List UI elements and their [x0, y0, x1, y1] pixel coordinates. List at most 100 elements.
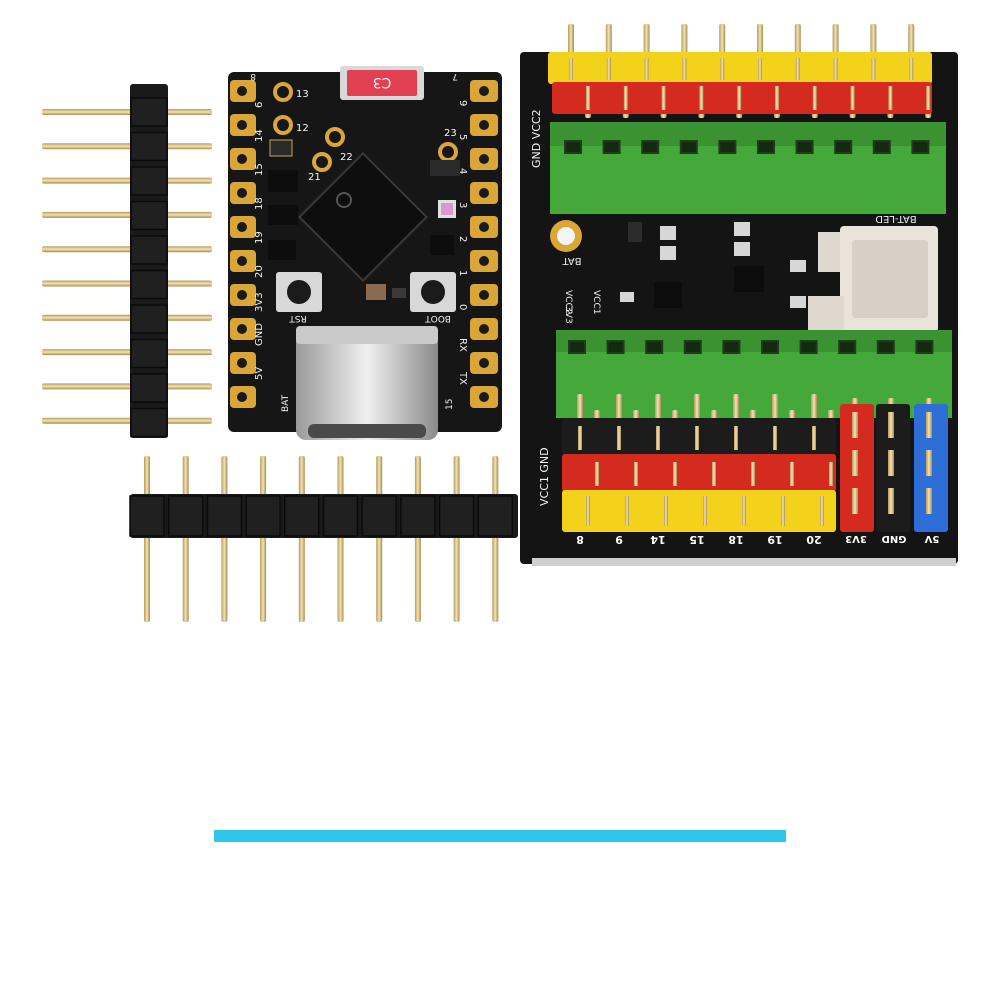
- red-header-row: [552, 82, 932, 114]
- shield-pin-label: 19: [767, 533, 782, 546]
- header-pin: [42, 280, 212, 287]
- header-pin: [42, 383, 212, 390]
- shield-smd-parts: [620, 222, 806, 308]
- shield-bat-label: BAT: [562, 255, 582, 266]
- header-block: [206, 495, 243, 537]
- header-block: [130, 166, 168, 196]
- header-block: [322, 495, 359, 537]
- header-pin: [926, 412, 932, 438]
- header-pin: [42, 417, 212, 424]
- shield-top-edge-label: GND VCC2: [530, 109, 543, 168]
- header-block: [477, 495, 514, 537]
- header-pin: [852, 412, 858, 438]
- shield-edge: [532, 558, 956, 566]
- header-pin: [42, 109, 212, 115]
- header-pin: [888, 412, 894, 438]
- c3-badge-text: C3: [373, 74, 392, 90]
- inner-pin-22: 22: [340, 152, 353, 163]
- rst-button[interactable]: [276, 272, 322, 312]
- db-left-pin-label: 15: [254, 163, 265, 176]
- shield-power-label: 3V3: [845, 533, 867, 544]
- header-block: [130, 338, 168, 369]
- top-terminal-block: [550, 122, 946, 214]
- header-pin: [42, 177, 212, 184]
- header-block: [167, 495, 204, 537]
- shield-power-label: 5V: [924, 533, 939, 544]
- header-block: [130, 131, 168, 162]
- inner-pin-23: 23: [444, 128, 457, 139]
- header-block: [130, 200, 168, 231]
- db-right-pin-label: 0: [457, 304, 468, 310]
- shield-bat-led-label: BAT-LED: [875, 213, 917, 224]
- header-block: [130, 373, 168, 403]
- header-pin: [926, 488, 932, 514]
- db-left-pin-label: GND: [254, 323, 265, 346]
- db-corner-top-left: 8: [250, 71, 256, 81]
- db-15-label: 15: [445, 399, 455, 410]
- header-block: [129, 495, 165, 537]
- boot-label: BOOT: [425, 313, 451, 323]
- inner-pin-12: 12: [296, 123, 309, 134]
- battery-connector[interactable]: [808, 226, 938, 332]
- shield-vcc1-label: VCC1: [591, 290, 601, 314]
- header-pin: [926, 450, 932, 476]
- db-smd-parts: [268, 139, 460, 300]
- header-pin: [42, 211, 212, 218]
- header-block: [284, 495, 320, 537]
- header-block: [130, 407, 168, 438]
- shield-pin-label: 20: [806, 533, 822, 546]
- header-pin: [182, 456, 189, 622]
- esp32-chip: [297, 151, 429, 283]
- shield-3v3-label: 3V3: [563, 306, 573, 324]
- shield-vcc2-label: VCC2: [563, 290, 573, 314]
- shield-pin-label: 9: [615, 533, 623, 546]
- header-pin: [42, 246, 212, 253]
- header-pin: [852, 450, 858, 476]
- inner-pin-13: 13: [296, 89, 309, 100]
- db-left-pin-label: 20: [254, 265, 265, 278]
- header-pin: [852, 488, 858, 514]
- divider-bar: [214, 830, 786, 842]
- vertical-pin-header: [42, 84, 212, 438]
- header-block: [130, 269, 168, 300]
- db-right-pin-label: 1: [457, 270, 468, 276]
- db-left-pin-label: 14: [254, 129, 265, 142]
- header-pin: [144, 456, 150, 622]
- db-right-pin-label: 9: [457, 100, 468, 106]
- yellow-header-row-bottom: [562, 490, 836, 532]
- header-block: [361, 495, 397, 537]
- header-pin: [260, 456, 267, 622]
- db-right-pin-label: 2: [457, 236, 468, 242]
- inner-pin-21: 21: [308, 172, 321, 183]
- header-pin: [492, 456, 499, 622]
- db-right-pin-label: TX: [457, 371, 468, 385]
- header-pin: [376, 456, 383, 622]
- rst-label: RST: [289, 313, 307, 323]
- bottom-terminal-block: [556, 330, 952, 418]
- boot-button[interactable]: [410, 272, 456, 312]
- header-pin: [453, 456, 460, 622]
- shield-power-label: GND: [882, 533, 907, 544]
- shield-pin-label: 8: [576, 533, 584, 546]
- horizontal-pin-header: [129, 456, 518, 622]
- shield-pin-label: 18: [728, 533, 743, 546]
- db-left-pin-label: 3V3: [254, 292, 265, 312]
- header-block: [130, 304, 168, 334]
- red-header-row-bottom: [562, 454, 836, 492]
- expansion-shield: GND VCC2 BAT-LED BAT VCC2 VCC1 3V3 VCC1 …: [520, 24, 958, 564]
- db-right-pin-label: 4: [457, 168, 468, 174]
- db-right-pin-label: 5: [457, 134, 468, 140]
- header-pin: [888, 450, 894, 476]
- header-block: [400, 495, 436, 537]
- header-block: [130, 235, 168, 265]
- header-pin: [298, 456, 305, 622]
- header-block: [438, 495, 475, 537]
- db-left-pin-label: 18: [254, 197, 265, 210]
- shield-pin-label: 15: [689, 533, 704, 546]
- db-right-pin-label: RX: [457, 338, 468, 352]
- header-pin: [414, 456, 421, 622]
- usb-c-connector[interactable]: [296, 326, 438, 440]
- shield-pin-label: 14: [650, 533, 666, 546]
